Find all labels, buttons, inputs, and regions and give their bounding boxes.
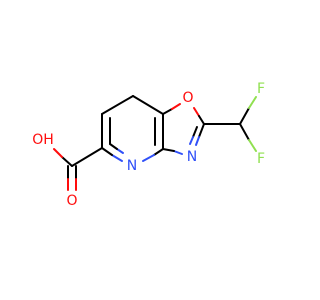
bond-oxo-c2-c	[198, 115, 205, 125]
bond-c4-cooh	[71, 147, 103, 167]
bond-npy-c4-inner-n	[116, 148, 124, 154]
atom-label-oxazole-n: N	[187, 149, 197, 165]
atom-label-fluorine-bottom: F	[257, 151, 265, 167]
bond-nox-c3a-c	[162, 148, 175, 152]
atom-label-oxazole-o: O	[182, 90, 193, 106]
bond-npy-c4-n	[111, 154, 123, 162]
bond-chf2-fbottom-c	[239, 123, 250, 141]
bond-nox-c3a-n	[173, 150, 183, 155]
bond-c2-nox-inner-n	[189, 136, 194, 145]
bond-chf2-fbottom-f	[248, 139, 257, 152]
chemical-structure: OH O N N O F F	[32, 81, 265, 209]
bond-c2-nox-c	[198, 123, 205, 138]
atom-label-carbonyl-o: O	[66, 193, 77, 209]
atom-label-fluorine-top: F	[257, 81, 265, 97]
bond-cooh-oh-o	[53, 148, 63, 158]
bond-cooh-oh-c	[61, 156, 73, 167]
bond-npy-c4-c	[101, 147, 113, 156]
bond-c2-nox-inner-c	[192, 126, 198, 138]
bond-c5-c6	[101, 95, 134, 115]
bond-c2-nox-n	[195, 136, 200, 146]
bond-c7a-oxo-c	[162, 108, 173, 115]
bond-c6-c7a	[132, 95, 164, 115]
bond-chf2-ftop-c	[239, 107, 250, 125]
bond-c3a-npy-n	[142, 154, 155, 162]
bond-chf2-ftop-f	[248, 96, 257, 109]
bond-c3a-npy-c	[153, 148, 164, 156]
bond-npy-c4-inner-c	[109, 143, 118, 150]
bond-oxo-c2-o	[193, 107, 200, 117]
bond-c7a-oxo-o	[171, 103, 181, 110]
atom-label-oh: OH	[32, 132, 54, 148]
atom-label-pyridine-n: N	[127, 158, 137, 174]
